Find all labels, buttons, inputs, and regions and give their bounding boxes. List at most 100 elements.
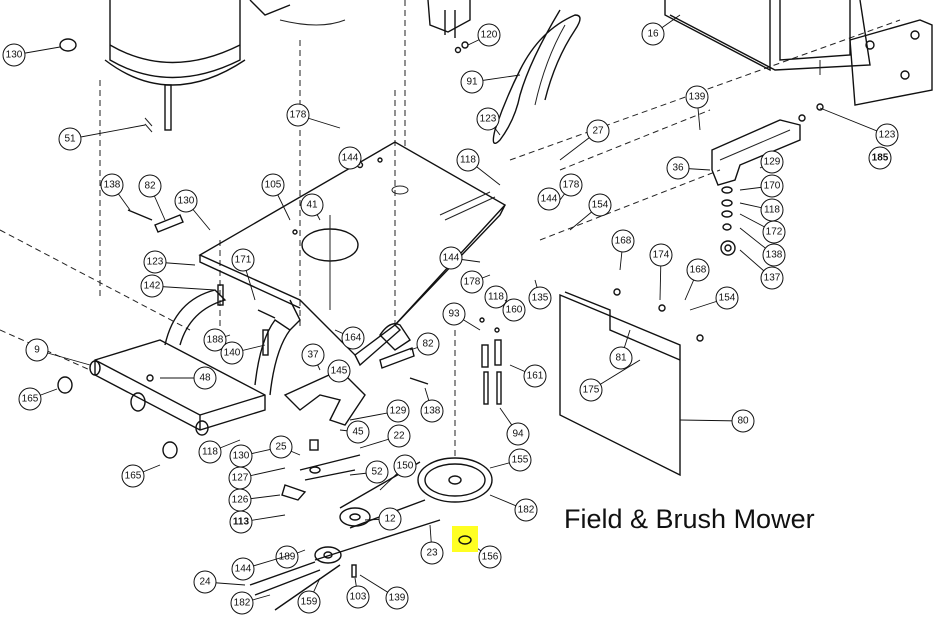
- callout-number: 12: [384, 514, 396, 525]
- engine-base: [59, 0, 346, 133]
- callout-118: 118: [456, 148, 501, 186]
- callout-144: 144: [231, 554, 291, 581]
- callout-bubble: [760, 266, 784, 290]
- callout-27: 27: [559, 119, 610, 161]
- callout-number: 182: [518, 505, 535, 516]
- callout-81: 81: [609, 329, 633, 370]
- callout-number: 25: [275, 442, 287, 453]
- callout-number: 130: [6, 50, 23, 61]
- callout-bubble: [416, 332, 440, 356]
- callout-bubble: [456, 148, 480, 172]
- callout-bubble: [203, 328, 227, 352]
- callout-bubble: [666, 156, 690, 180]
- callout-number: 161: [527, 371, 544, 382]
- leader-line: [69, 124, 146, 140]
- callout-bubble: [579, 378, 603, 402]
- callout-bubble: [140, 274, 164, 298]
- callout-number: 94: [512, 429, 524, 440]
- callout-154: 154: [689, 286, 739, 311]
- callout-82: 82: [409, 332, 440, 356]
- callout-189: 189: [275, 545, 306, 569]
- callout-number: 171: [235, 255, 252, 266]
- callout-bubble: [537, 187, 561, 211]
- callout-number: 22: [393, 431, 405, 442]
- callout-number: 165: [125, 471, 142, 482]
- callout-130: 130: [2, 43, 61, 67]
- callout-number: 154: [592, 200, 609, 211]
- callout-number: 126: [232, 495, 249, 506]
- callout-bubble: [365, 460, 389, 484]
- callout-number: 182: [234, 598, 251, 609]
- callout-156: 156: [452, 526, 502, 569]
- callout-number: 138: [766, 250, 783, 261]
- callout-bubble: [875, 123, 899, 147]
- belt-part-91: [492, 9, 581, 144]
- callout-bubble: [193, 366, 217, 390]
- callout-129: 129: [759, 150, 784, 174]
- callout-bubble: [18, 387, 42, 411]
- callout-164: 164: [334, 326, 365, 350]
- callout-bubble: [378, 507, 402, 531]
- callout-129: 129: [349, 399, 410, 423]
- callout-number: 130: [233, 451, 250, 462]
- callout-bubble: [301, 343, 325, 367]
- callout-105: 105: [261, 173, 291, 221]
- callout-bubble: [868, 146, 892, 170]
- callout-144: 144: [338, 146, 362, 170]
- engine-shaft-assembly: [427, 0, 471, 54]
- callout-number: 120: [481, 30, 498, 41]
- callout-113: 113: [229, 510, 286, 534]
- callout-bubble: [506, 422, 530, 446]
- callout-37: 37: [301, 343, 325, 371]
- callout-bubble: [609, 346, 633, 370]
- callout-number: 138: [104, 180, 121, 191]
- callout-139: 139: [685, 85, 709, 131]
- callout-188: 188: [203, 328, 231, 352]
- callout-bubble: [523, 364, 547, 388]
- callout-bubble: [442, 302, 466, 326]
- callout-bubble: [478, 545, 502, 569]
- callout-bubble: [269, 435, 293, 459]
- small-brackets: [127, 209, 429, 385]
- callout-number: 165: [22, 394, 39, 405]
- callout-178: 178: [559, 173, 583, 201]
- callout-bubble: [420, 541, 444, 565]
- callout-159: 159: [297, 577, 321, 614]
- leader-line: [819, 107, 888, 136]
- callout-bubble: [439, 246, 463, 270]
- callout-144: 144: [439, 246, 481, 270]
- callout-number: 144: [235, 564, 252, 575]
- callout-bubble: [649, 243, 673, 267]
- callout-144: 144: [537, 187, 561, 211]
- highlighted-part: [458, 535, 472, 545]
- callout-175: 175: [579, 359, 641, 402]
- callout-bubble: [393, 454, 417, 478]
- callout-bubble: [231, 557, 255, 581]
- callout-178: 178: [286, 103, 341, 129]
- callout-161: 161: [509, 364, 547, 388]
- callout-number: 160: [506, 305, 523, 316]
- callout-bubble: [641, 22, 665, 46]
- callout-number: 118: [202, 447, 218, 458]
- callout-number: 48: [199, 373, 211, 384]
- callout-bubble: [502, 298, 526, 322]
- callout-number: 175: [583, 385, 600, 396]
- callout-number: 123: [480, 114, 497, 125]
- callout-number: 140: [224, 348, 241, 359]
- callout-182: 182: [489, 494, 538, 522]
- callout-number: 145: [331, 366, 348, 377]
- callout-bubble: [286, 103, 310, 127]
- callout-number: 135: [532, 293, 549, 304]
- callout-139: 139: [359, 574, 409, 610]
- callout-number: 103: [350, 592, 367, 603]
- callout-number: 170: [764, 181, 781, 192]
- callout-bubble: [143, 250, 167, 274]
- callout-number: 37: [307, 350, 319, 361]
- callout-91: 91: [460, 70, 521, 94]
- callout-120: 120: [467, 23, 501, 47]
- callout-bubble: [341, 326, 365, 350]
- callout-94: 94: [499, 407, 530, 446]
